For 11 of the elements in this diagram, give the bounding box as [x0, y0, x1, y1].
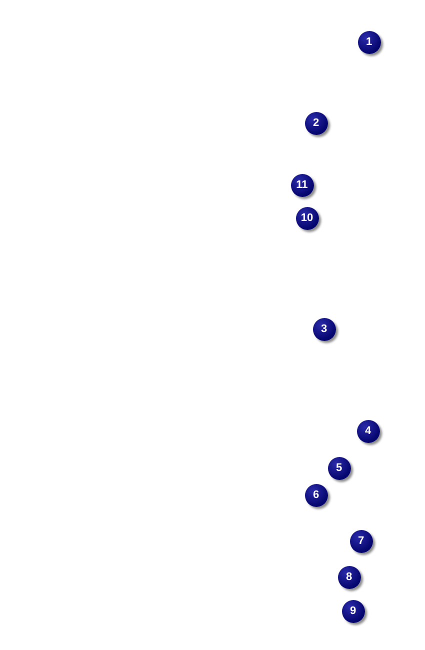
callout-number: 8 [338, 566, 360, 588]
callout-number: 5 [328, 456, 350, 480]
callout-number: 2 [304, 112, 328, 134]
callout-number: 11 [290, 174, 314, 196]
callout-number: 1 [358, 30, 380, 54]
callout-number: 10 [296, 206, 318, 230]
callout-number: 7 [350, 530, 372, 552]
callout-number: 4 [356, 420, 380, 442]
callout-number: 6 [304, 484, 328, 506]
callout-number: 9 [342, 600, 364, 622]
callout-number: 3 [312, 318, 336, 340]
